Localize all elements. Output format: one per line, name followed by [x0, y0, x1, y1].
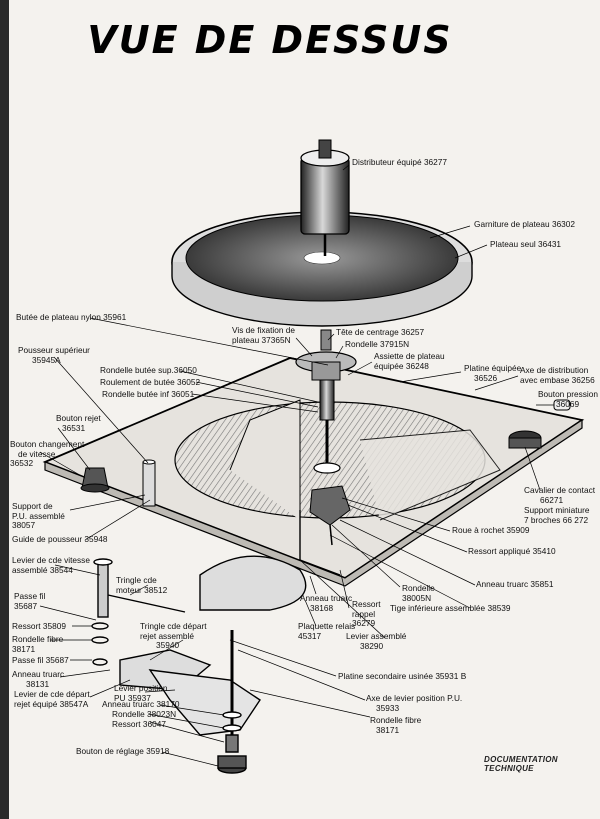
label-platine-secondaire: Platine secondaire usinée 35931 B	[338, 671, 467, 681]
label-rondelle-butee-inf: Rondelle butée inf 36051	[102, 389, 195, 399]
label-tete-centrage: Tête de centrage 36257	[336, 327, 425, 337]
label-anneau-38170: Anneau truarc 38170	[102, 699, 180, 709]
contact-support	[508, 399, 571, 449]
label-roue-rochet: Roue à rochet 35909	[452, 525, 530, 535]
label-rondelle-butee-sup: Rondelle butée sup.36050	[100, 365, 197, 375]
platine-deck	[42, 357, 585, 587]
label-ressort-applique: Ressort appliqué 35410	[468, 546, 556, 556]
label-rondelle-38023: Rondelle 38023N	[112, 709, 177, 719]
footer-doc: DOCUMENTATION TECHNIQUE	[484, 755, 558, 773]
label-anneau-35851: Anneau truarc 35851	[476, 579, 554, 589]
page-title: VUE DE DESSUS	[87, 18, 453, 62]
label-rondelle-37915: Rondelle 37915N	[345, 339, 410, 349]
label-ressort-36047: Ressort 36047	[112, 719, 166, 729]
label-butee-nylon: Butée de plateau nylon 35961	[16, 312, 127, 322]
spindle-assembly	[295, 329, 357, 546]
leader-lines	[39, 164, 554, 767]
label-guide-pousseur: Guide de pousseur 35948	[12, 534, 108, 544]
label-garniture: Garniture de plateau 36302	[474, 219, 576, 229]
label-ressort-35809: Ressort 35809	[12, 621, 66, 631]
label-plateau-seul: Plateau seul 36431	[490, 239, 562, 249]
label-axe-levier: Axe de levier position P.U.35933	[366, 693, 463, 713]
page-edge-shadow	[0, 0, 9, 819]
label-passe-fil-35687: Passe fil 35687	[12, 655, 69, 665]
label-roulement: Roulement de butée 36052	[100, 377, 201, 387]
distributeur	[300, 139, 350, 256]
label-tige-inferieure: Tige inférieure assemblée 38539	[390, 603, 511, 613]
label-bouton-reglage: Bouton de réglage 35918	[76, 746, 170, 756]
label-distributeur: Distributeur équipé 36277	[352, 157, 448, 167]
platter	[171, 211, 473, 327]
lower-linkage	[91, 510, 341, 774]
